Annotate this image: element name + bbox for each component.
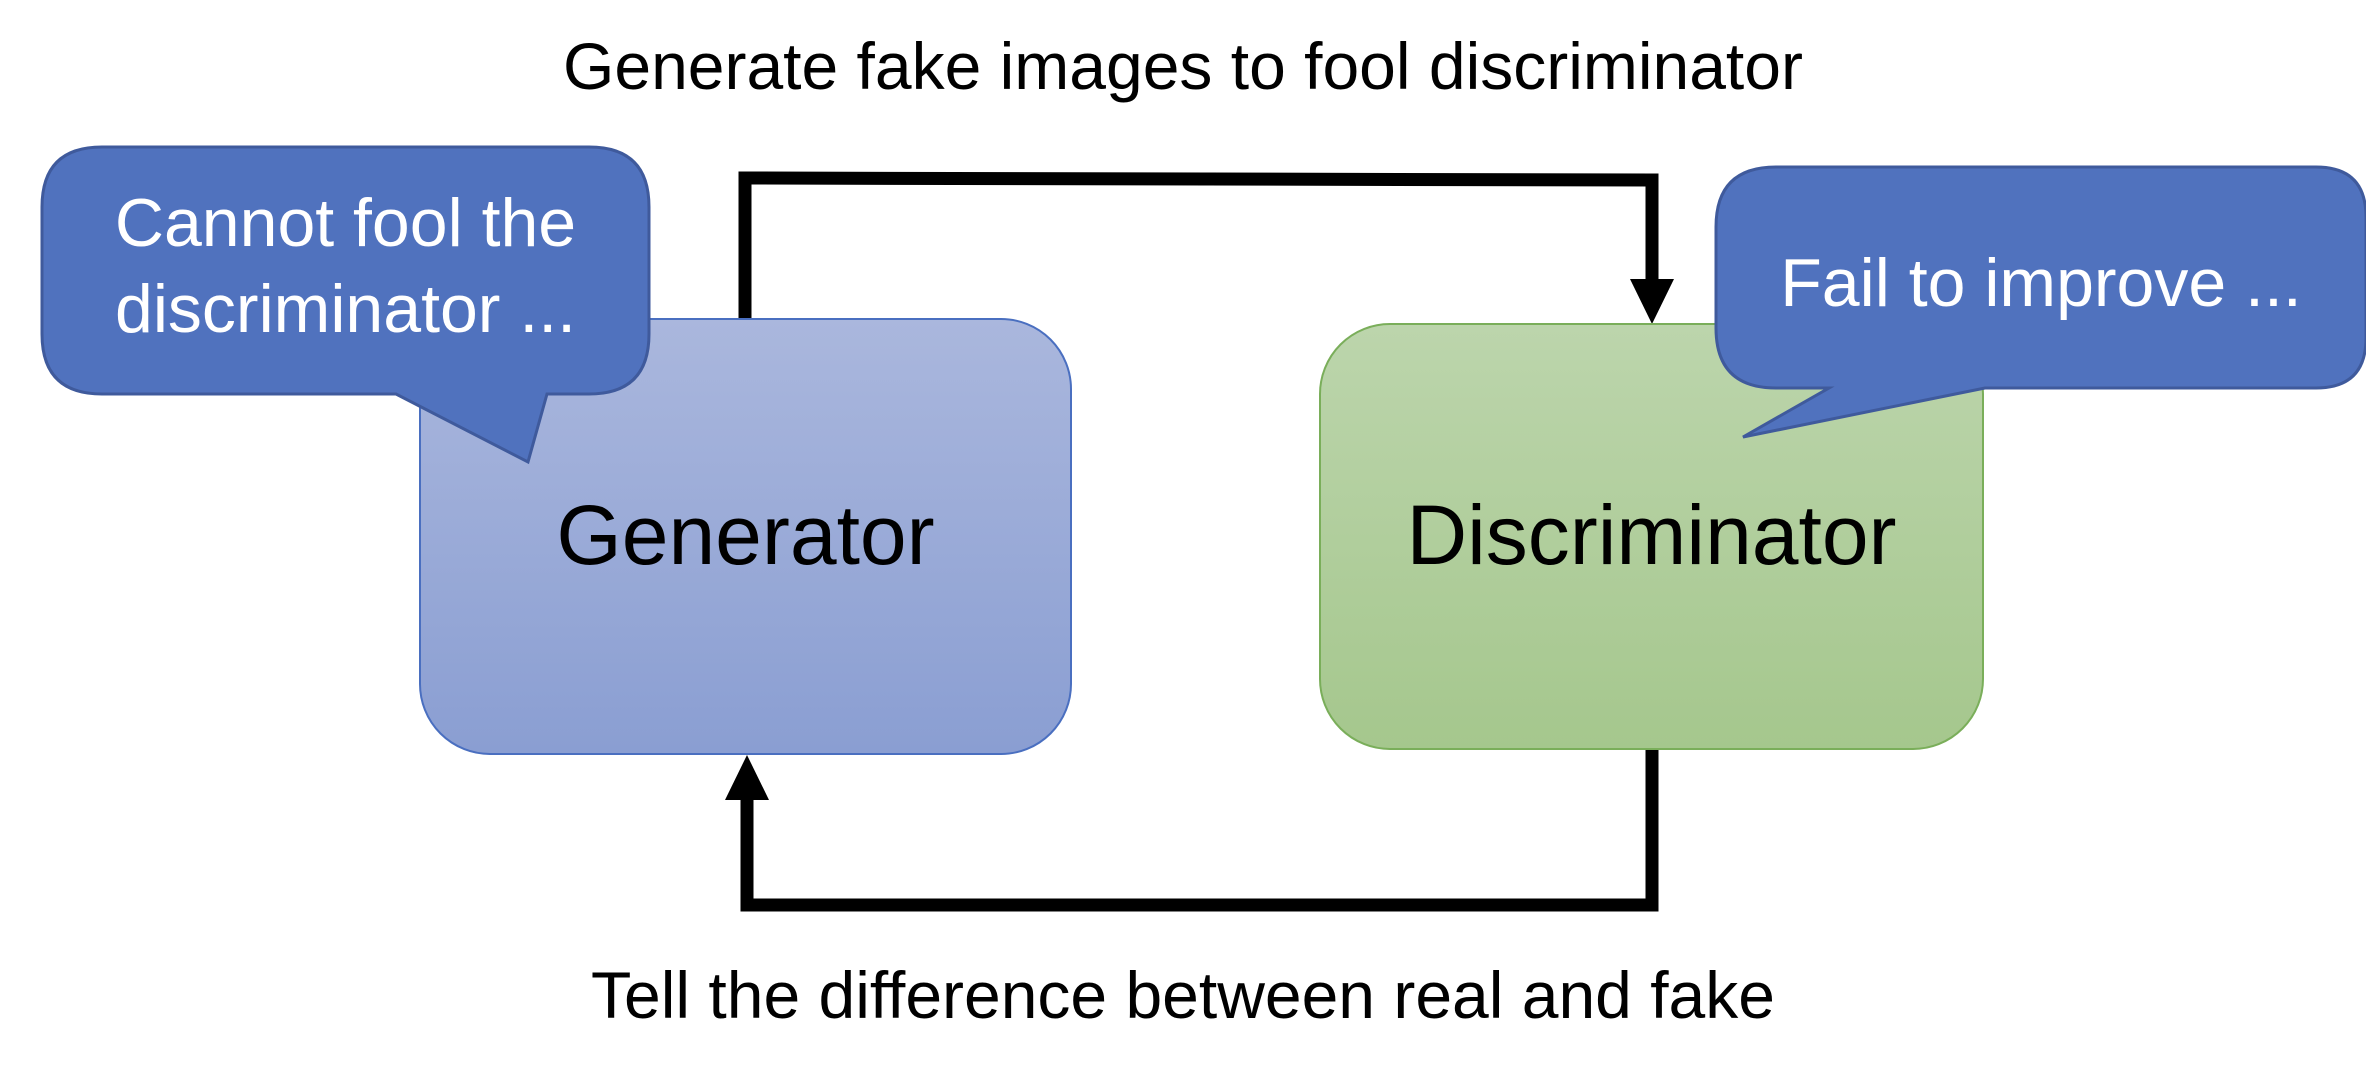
generator-callout-line1: Cannot fool the	[114, 185, 577, 261]
top-caption: Generate fake images to fool discriminat…	[563, 29, 1803, 103]
discriminator-callout-text: Fail to improve ...	[1780, 245, 2302, 321]
generator-callout-bubble	[40, 145, 651, 465]
generator-callout: Cannot fool the discriminator ...	[42, 180, 649, 352]
generator-box	[419, 318, 1072, 755]
feedback-arrow	[725, 749, 1659, 912]
generator-callout-line2: discriminator ...	[115, 271, 576, 347]
discriminator-label: Discriminator	[1406, 488, 1897, 582]
generate-arrow	[738, 171, 1674, 324]
generator-label: Generator	[556, 488, 935, 582]
bottom-caption: Tell the difference between real and fak…	[591, 958, 1775, 1032]
arrowhead-down-icon	[1630, 279, 1674, 324]
discriminator-callout-bubble	[1714, 165, 2366, 439]
discriminator-box	[1319, 323, 1984, 750]
arrowhead-up-icon	[725, 755, 769, 800]
